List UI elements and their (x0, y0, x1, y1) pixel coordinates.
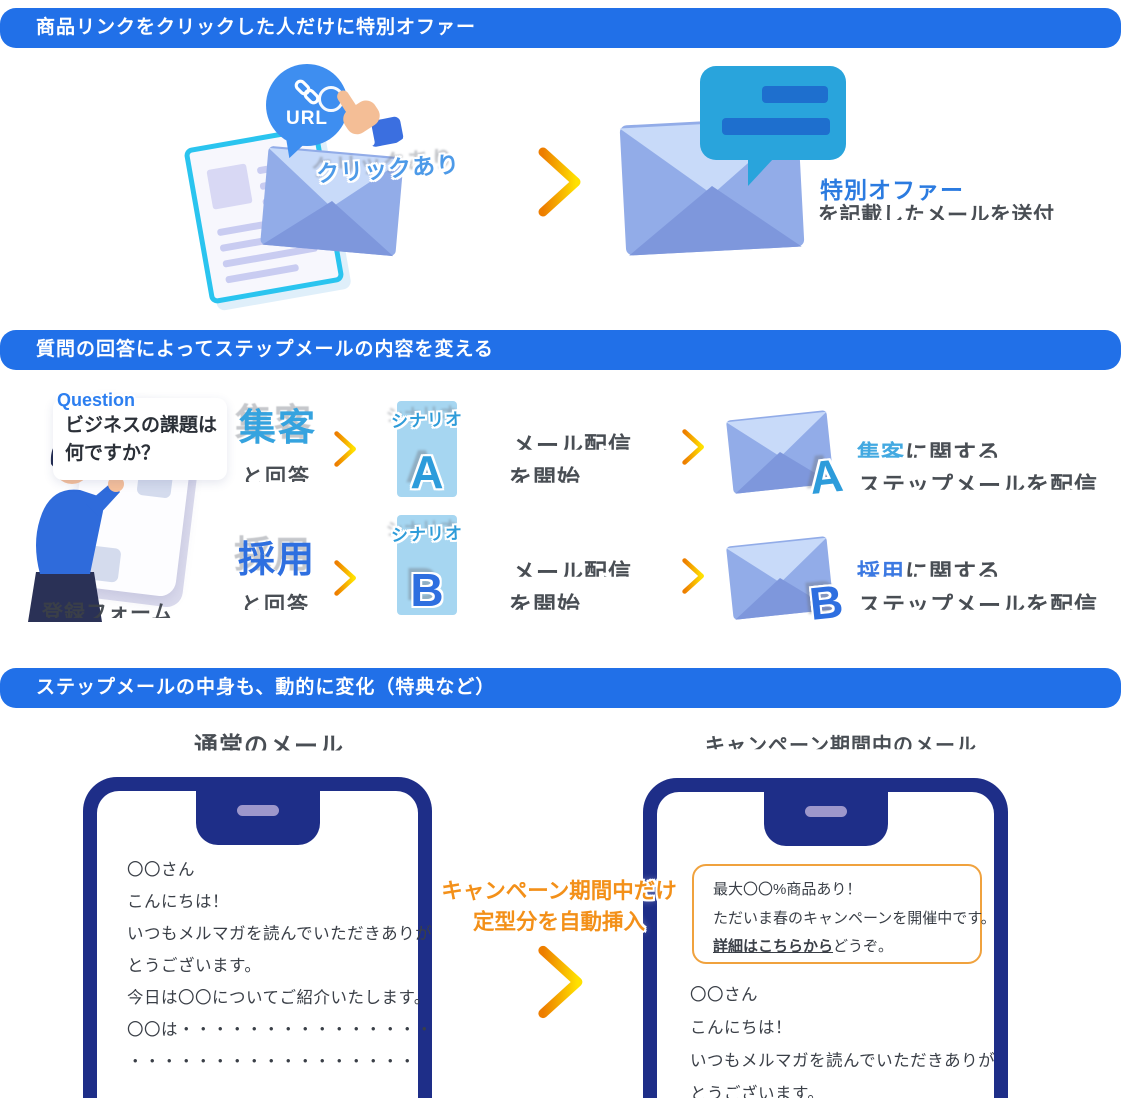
promo-link-suffix: どうぞ。 (833, 938, 894, 955)
document-line (225, 263, 300, 284)
callout-line2: 定型分を自動挿入 (472, 910, 645, 934)
mail-body-line: とうございます。 (127, 957, 262, 975)
promo-line3: 詳細はこちらからどうぞ。 (713, 935, 893, 956)
phone-notch (763, 792, 888, 846)
scenario-a-note-line1: メール配信 (512, 432, 632, 458)
question-bubble: ビジネスの課題は 何ですか？ (53, 398, 227, 480)
form-caption: 登録フォーム (42, 602, 174, 625)
mail-body-line: 〇〇は・・・・・・・・・・・・・・・ (127, 1021, 433, 1039)
result-b-line1: 採用に関する (857, 553, 1001, 585)
details-link[interactable]: 詳細はこちらから (713, 938, 834, 955)
mail-a-envelope: A (724, 407, 845, 504)
mail-body-line: 〇〇さん (690, 986, 758, 1004)
section3-banner: ステップメールの中身も、動的に変化（特典など） (0, 668, 1121, 708)
bubble-tail (282, 137, 308, 161)
arrow-right-icon (317, 431, 356, 467)
answer-label-b: 採用 (238, 539, 316, 580)
answer-note-b: と回答 (241, 594, 310, 617)
question-text-line1: ビジネスの課題は (65, 415, 218, 436)
phone-normal-mail: 〇〇さん こんにちは！ いつもメルマガを読んでいただきありが とうございます。 … (83, 777, 433, 1098)
scenario-a-note-line2: を開始 (509, 465, 581, 491)
campaign-mail-title: キャンペーン期間中のメール (705, 735, 977, 757)
scenario-b-note-line2: を開始 (509, 592, 581, 618)
result-a-line2: ステップメールを配信 (858, 472, 1098, 498)
document-image-block (206, 163, 253, 210)
mail-body-line: こんにちは！ (127, 893, 229, 911)
campaign-callout: キャンペーン期間中だけ 定型分を自動挿入 (428, 876, 690, 938)
result-a-suffix: に関する (905, 440, 1001, 466)
mail-body-line: いつもメルマガを読んでいただきありが (690, 1052, 996, 1070)
campaign-promo-box: 最大〇〇%商品あり！ ただいま春のキャンペーンを開催中です。 詳細はこちらからど… (692, 864, 996, 964)
phone-screen: 〇〇さん こんにちは！ いつもメルマガを読んでいただきありが とうございます。 … (97, 791, 433, 1098)
section1-banner: 商品リンクをクリックした人だけに特別オファー (0, 8, 1121, 48)
result-b-line2: ステップメールを配信 (858, 592, 1098, 618)
arrow-right-icon (317, 560, 356, 596)
phone-campaign-mail: 最大〇〇%商品あり！ ただいま春のキャンペーンを開催中です。 詳細はこちらからど… (643, 778, 1008, 1098)
promo-line2: ただいま春のキャンペーンを開催中です。 (713, 910, 996, 927)
scenario-letter-a: A (410, 446, 444, 498)
phone-speaker (236, 805, 279, 816)
callout-line1: キャンペーン期間中だけ (441, 879, 677, 903)
message-bubble (700, 66, 846, 186)
mail-body-line: 〇〇さん (127, 861, 195, 879)
scenario-word: シナリオ (390, 523, 464, 546)
answer-label-a: 集客 (239, 407, 317, 448)
arrow-right-icon (665, 429, 704, 465)
result-b-keyword: 採用 (857, 559, 905, 585)
mail-letter-b: B (806, 574, 846, 630)
mail-body-line: こんにちは！ (690, 1019, 792, 1037)
phone-speaker (804, 806, 847, 817)
question-tag: Question (57, 390, 136, 410)
scenario-a-card: シナリオ A (391, 401, 463, 498)
mail-body-line: ・・・・・・・・・・・・・・・・・ (127, 1053, 416, 1071)
special-offer-title: 特別オファー (820, 177, 964, 203)
mail-body-line: 今日は〇〇についてご紹介いたします。 (127, 989, 431, 1007)
normal-mail-title: 通常のメール (194, 733, 344, 760)
scenario-b-card: シナリオ B (391, 515, 463, 616)
scenario-letter-b: B (410, 564, 444, 616)
mail-b-envelope: B (724, 533, 845, 630)
phone-screen: 最大〇〇%商品あり！ ただいま春のキャンペーンを開催中です。 詳細はこちらからど… (657, 792, 996, 1098)
arrow-right-icon (506, 147, 581, 217)
message-line (722, 118, 830, 135)
message-line (762, 86, 828, 103)
result-a-line1: 集客に関する (857, 434, 1001, 466)
result-b-suffix: に関する (905, 559, 1001, 585)
promo-line1: 最大〇〇%商品あり！ (713, 881, 862, 898)
mail-body-line: とうございます。 (690, 1085, 825, 1098)
url-label: URL (285, 108, 329, 129)
mail-letter-a: A (806, 448, 846, 504)
answer-note-a: と回答 (242, 466, 311, 489)
mail-body-line: いつもメルマガを読んでいただきありが (127, 925, 433, 943)
result-a-keyword: 集客 (857, 440, 905, 466)
arrow-right-icon (665, 558, 704, 594)
scenario-b-note-line1: メール配信 (512, 559, 632, 585)
bubble-tail (748, 158, 774, 186)
link-icon (294, 79, 320, 105)
phone-notch (195, 791, 320, 845)
question-text-line2: 何ですか？ (65, 443, 161, 464)
pointer-hand-icon (309, 67, 414, 172)
special-offer-subtitle: を記載したメールを送付 (818, 204, 1055, 227)
scenario-word: シナリオ (390, 409, 464, 432)
arrow-right-icon (504, 945, 583, 1019)
section2-banner: 質問の回答によってステップメールの内容を変える (0, 330, 1121, 370)
